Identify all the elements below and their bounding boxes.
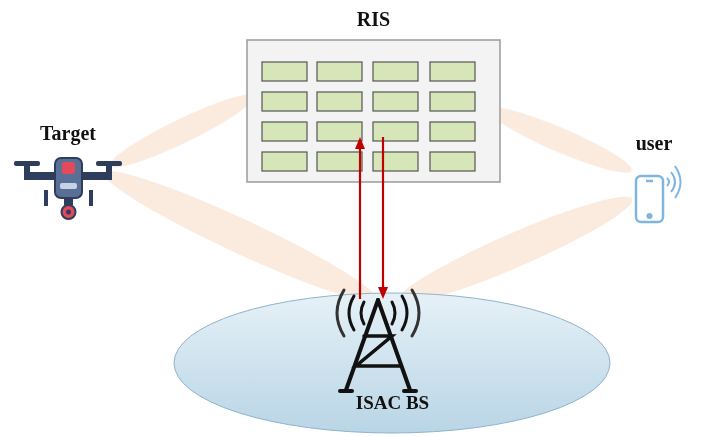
ris-element [430, 92, 475, 111]
signal-arrow [378, 137, 388, 299]
coverage-ellipse [174, 293, 610, 433]
ris-element [317, 152, 362, 171]
ris-element [317, 122, 362, 141]
ris-element [373, 122, 418, 141]
node-label: ISAC BS [356, 393, 429, 414]
ris-element [317, 92, 362, 111]
ris-element [430, 62, 475, 81]
node-label: RIS [357, 8, 390, 30]
bs-tower [337, 290, 419, 391]
phone-icon [636, 166, 681, 222]
target-node: Target [8, 120, 128, 225]
node-label: Target [40, 122, 96, 144]
signal-arrow [355, 137, 365, 299]
ris-element [430, 152, 475, 171]
drone-icon [14, 158, 122, 219]
node-label: user [636, 132, 673, 154]
ris-element [262, 62, 307, 81]
ris-element [373, 62, 418, 81]
ris-node: RIS [247, 4, 500, 182]
ris-element [262, 122, 307, 141]
user-node: user [612, 132, 696, 224]
ris-panel [247, 40, 500, 182]
ris-element [262, 152, 307, 171]
ris-element [430, 122, 475, 141]
ris-element [373, 92, 418, 111]
bs-node: ISAC BS [175, 293, 610, 433]
ris-element [373, 152, 418, 171]
ris-element [317, 62, 362, 81]
ris-element [262, 92, 307, 111]
